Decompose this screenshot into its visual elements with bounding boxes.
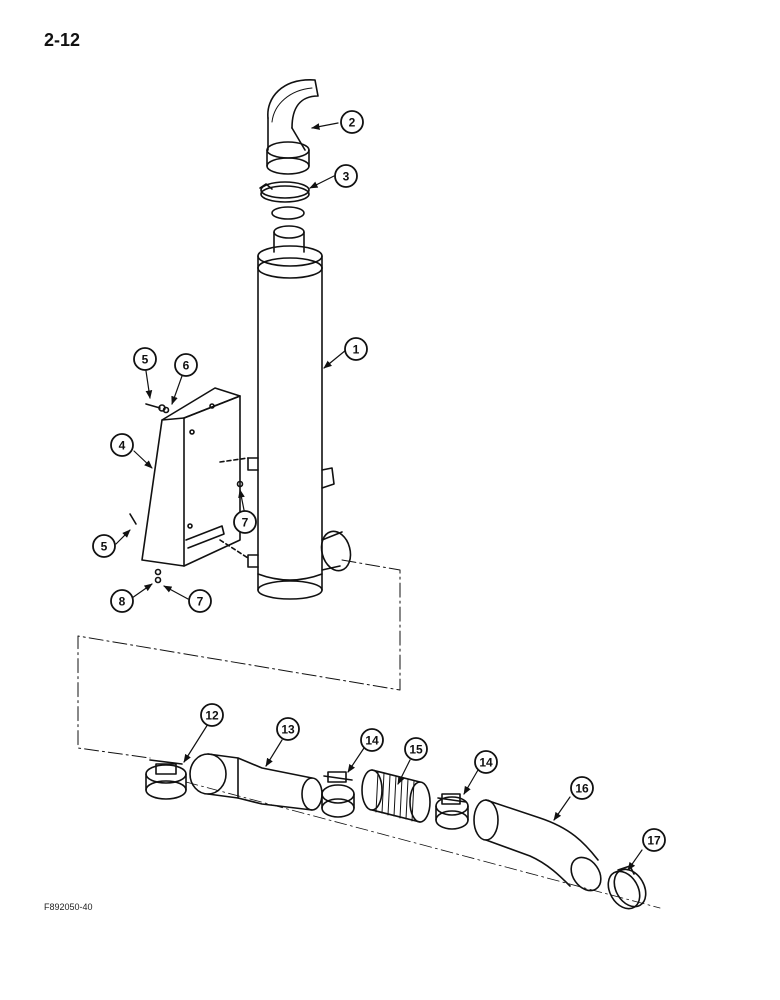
callout-label: 14 [365,734,379,748]
callout-16: 16 [570,776,594,800]
washer-lower [154,568,162,576]
cap-ring [271,206,305,220]
mounting-bracket [141,387,249,567]
page-number: 2-12 [44,30,81,50]
bolt-lower [129,513,137,525]
callout-1: 1 [344,337,368,361]
callout-label: 7 [197,595,204,609]
callout-5-lower: 5 [92,534,116,558]
callout-label: 4 [119,439,126,453]
clamp-12 [145,759,187,800]
callout-7-upper: 7 [233,510,257,534]
callout-12: 12 [200,703,224,727]
flex-pipe-15 [361,769,431,823]
end-clamp-17 [607,865,647,910]
callout-14-left: 14 [360,728,384,752]
nut-lower [154,576,162,584]
callout-label: 1 [353,343,360,357]
callout-17: 17 [642,828,666,852]
washer-upper [162,406,170,414]
callout-2: 2 [340,110,364,134]
callout-label: 12 [205,709,219,723]
callout-7-lower: 7 [188,589,212,613]
callout-label: 14 [479,756,493,770]
reducer-pipe-13 [189,753,323,811]
callout-label: 16 [575,782,589,796]
callout-8: 8 [110,589,134,613]
callout-label: 6 [183,359,190,373]
callout-label: 3 [343,170,350,184]
cap-band-clamp [259,181,310,203]
muffler [247,225,352,600]
callout-label: 7 [242,516,249,530]
connection-guide [77,559,401,759]
clamp-14a [321,771,355,818]
callout-5-upper: 5 [133,347,157,371]
callout-15: 15 [404,737,428,761]
callout-label: 5 [142,353,149,367]
nut-upper [236,480,244,488]
callout-label: 8 [119,595,126,609]
callout-6: 6 [174,353,198,377]
callout-label: 2 [349,116,356,130]
callout-4: 4 [110,433,134,457]
leader-lines [115,122,643,871]
pipe-centerline [185,781,661,909]
callout-14-right: 14 [474,750,498,774]
clamp-14b [435,793,469,830]
bolt-upper [145,403,166,412]
figure-code: F892050-40 [44,902,93,912]
callout-3: 3 [334,164,358,188]
callout-label: 5 [101,540,108,554]
rain-cap-elbow [266,79,319,175]
callout-13: 13 [276,717,300,741]
callout-label: 17 [647,834,661,848]
callout-label: 13 [281,723,295,737]
callout-label: 15 [409,743,423,757]
exhaust-elbow-16 [473,799,602,892]
